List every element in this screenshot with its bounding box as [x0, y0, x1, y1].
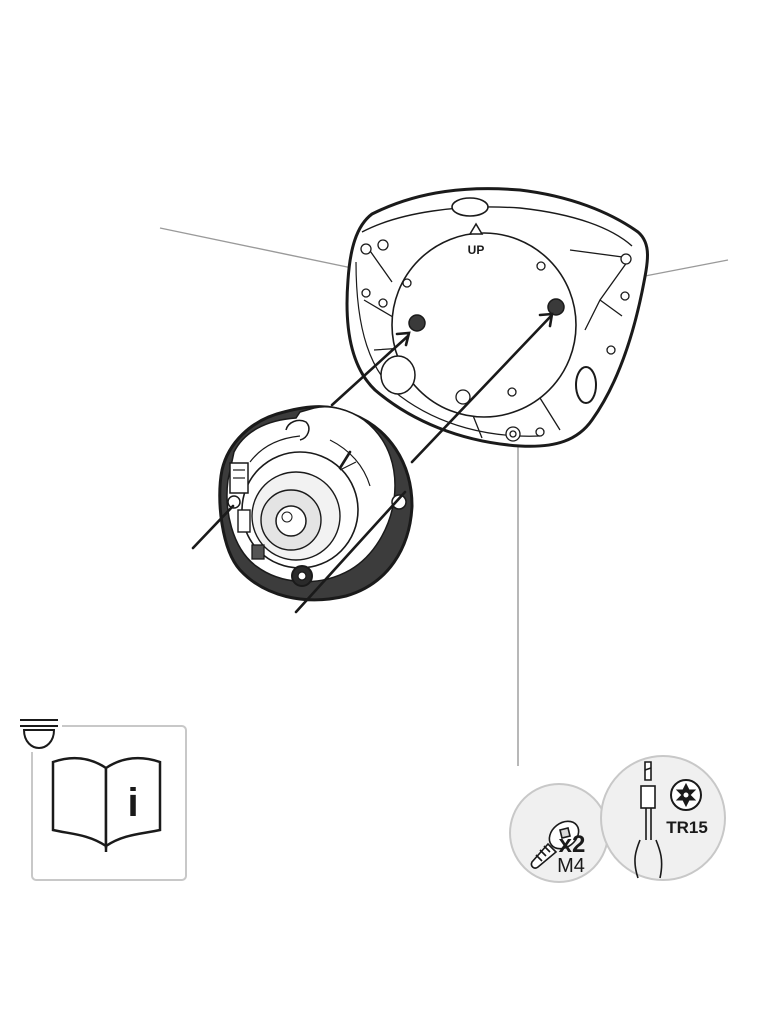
up-label: UP: [468, 243, 485, 257]
bracket-rim-shadow: [355, 261, 541, 437]
screw-head-recess: [559, 827, 571, 839]
screw-count: x2: [559, 831, 586, 858]
camera-screw: [227, 495, 241, 509]
bracket-hole: [377, 239, 389, 251]
screwdriver-icon: [634, 761, 663, 879]
bracket-hole: [535, 427, 545, 437]
alignment-line: [191, 504, 235, 550]
wall-mount-bracket: UP: [345, 187, 649, 448]
alignment-line: [294, 490, 407, 614]
screw-shank: [530, 842, 558, 869]
card-slot: [237, 509, 251, 533]
alignment-line: [410, 314, 553, 464]
top-cable-entry: [451, 197, 489, 217]
arrow-head-left: [395, 331, 411, 347]
torx-bit-symbol-icon: [670, 779, 702, 811]
alignment-line: [330, 334, 410, 407]
conduit-hole-left: [380, 355, 416, 395]
bracket-hole: [507, 387, 517, 397]
leader-line-left: [159, 227, 353, 269]
manual-info-panel: i: [20, 719, 187, 881]
lens-icon: [275, 505, 307, 537]
alignment-lines: [191, 312, 554, 614]
base-notch: [285, 419, 310, 441]
switch-block: [251, 544, 265, 560]
bracket-hole: [509, 430, 517, 438]
torx-symbol-pin: [683, 792, 689, 798]
screwdriver-handle: [634, 839, 663, 879]
torx-screw-icon: [530, 820, 580, 869]
bracket-hole: [620, 291, 630, 301]
screw-thread: [535, 845, 551, 862]
manual-info-icon: i: [51, 756, 162, 852]
bracket-hole: [361, 288, 371, 298]
panel-frame: [31, 725, 187, 881]
book-left-page: [51, 756, 108, 849]
conduit-hole-right: [575, 366, 597, 404]
alignment-line: [338, 450, 352, 470]
tilt-knob-center: [297, 571, 307, 581]
lens-highlight: [281, 511, 293, 523]
leader-line-right: [644, 259, 729, 277]
bracket-hole: [536, 261, 546, 271]
book-right-page: [104, 756, 162, 849]
dome-camera-module: [218, 405, 414, 602]
arrow-head-right: [538, 312, 554, 328]
leader-lines: [159, 227, 729, 766]
bracket-hole: [378, 298, 388, 308]
hardware-callout: x2 M4 TR15: [509, 755, 726, 883]
screwdriver-bit-tip: [644, 761, 652, 781]
bracket-hole: [402, 278, 412, 288]
bracket-holes: [360, 239, 632, 442]
mounting-screw-left: [408, 314, 426, 332]
camera-inner-detail: [249, 435, 371, 487]
up-arrow-icon: [468, 222, 484, 235]
camera-screw: [391, 494, 407, 510]
bracket-hole: [606, 345, 616, 355]
mounting-screws: [408, 298, 565, 332]
camera-icon-dome: [22, 729, 56, 750]
tool-bit-label: TR15: [666, 818, 708, 837]
screwdriver-bit-detail: [644, 767, 652, 771]
info-glyph: i: [127, 781, 138, 825]
mounting-plate-circle: [391, 232, 577, 418]
bracket-hole: [455, 389, 471, 405]
bracket-inner-edge: [361, 206, 633, 247]
mounting-screw-right: [547, 298, 565, 316]
screwdriver-collar: [640, 785, 656, 809]
bracket-hole: [620, 253, 632, 265]
screw-size: M4: [557, 855, 585, 877]
bracket-right-wing: [569, 249, 632, 331]
dome-camera-icon: [20, 719, 58, 750]
bracket-hole: [360, 243, 372, 255]
